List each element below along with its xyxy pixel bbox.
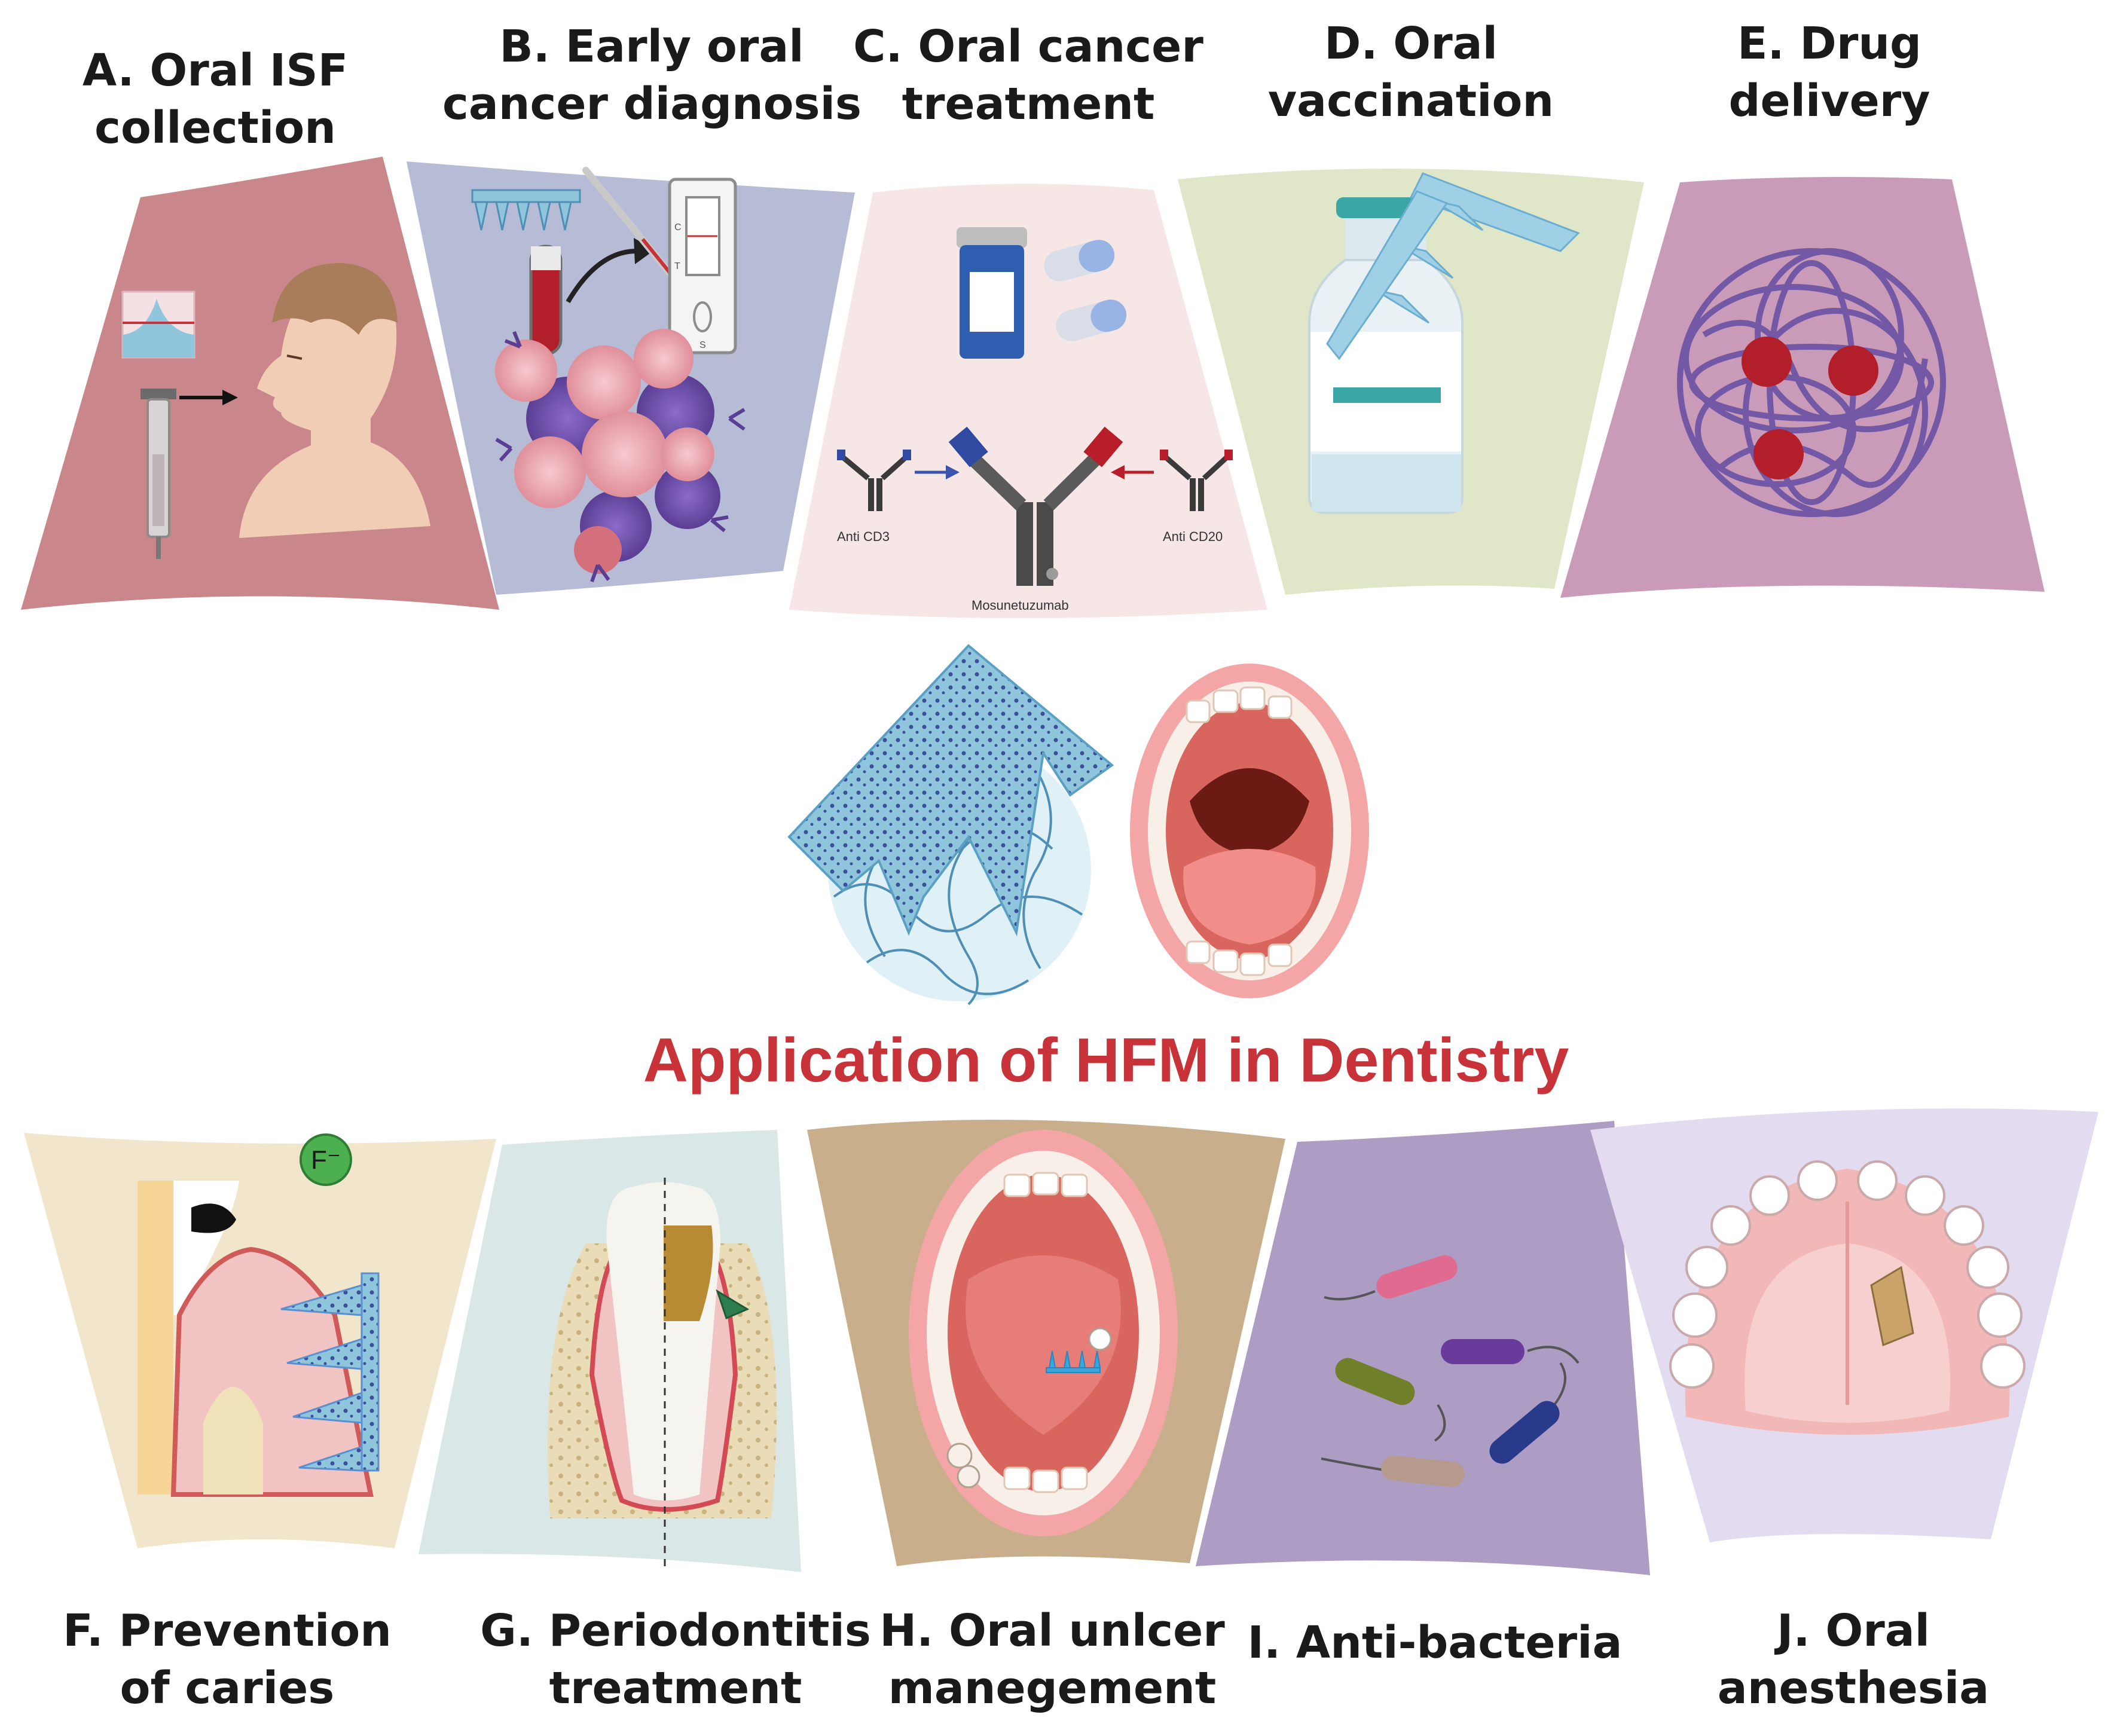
label-i-line1: I. Anti-bacteria bbox=[1247, 1617, 1623, 1668]
antibody-center-label: Mosunetuzumab bbox=[972, 598, 1069, 613]
panel-j-illustration bbox=[1669, 1160, 2026, 1435]
bacterium-blue bbox=[1489, 1362, 1566, 1464]
label-g-line2: treatment bbox=[549, 1662, 802, 1714]
test-strip-c: C bbox=[674, 222, 682, 233]
label-f-line2: of caries bbox=[120, 1662, 335, 1714]
label-f-line1: F. Prevention bbox=[63, 1605, 392, 1656]
label-h-line1: H. Oral unlcer bbox=[879, 1605, 1225, 1656]
panel-b-illustration: C T S bbox=[471, 167, 746, 583]
fluoride-ion-label: F⁻ bbox=[311, 1145, 341, 1175]
label-b: B. Early oral cancer diagnosis bbox=[442, 18, 861, 133]
label-j-line2: anesthesia bbox=[1717, 1662, 1990, 1714]
label-d-line1: D. Oral bbox=[1324, 18, 1498, 69]
label-g: G. Periodontitis treatment bbox=[466, 1602, 885, 1717]
bacterium-purple bbox=[1441, 1339, 1580, 1364]
test-strip-s: S bbox=[699, 340, 706, 350]
label-d: D. Oral vaccination bbox=[1220, 15, 1602, 130]
label-c-line1: C. Oral cancer bbox=[853, 21, 1203, 72]
label-c-line2: treatment bbox=[902, 78, 1155, 130]
center-hfm-illustration bbox=[787, 644, 1114, 1005]
hfm-microneedle bbox=[787, 644, 1114, 937]
bacterium-pink bbox=[1324, 1255, 1458, 1301]
panel-f-illustration: F⁻ bbox=[138, 1133, 380, 1497]
label-e: E. Drug delivery bbox=[1638, 15, 2021, 130]
label-b-line1: B. Early oral bbox=[499, 21, 804, 72]
label-a: A. Oral ISF collection bbox=[24, 42, 407, 157]
label-j: J. Oral anesthesia bbox=[1662, 1602, 2045, 1717]
label-i: I. Anti-bacteria bbox=[1232, 1614, 1638, 1671]
label-h: H. Oral unlcer manegement bbox=[849, 1602, 1255, 1717]
panel-c-background bbox=[789, 184, 1267, 618]
label-d-line2: vaccination bbox=[1267, 75, 1554, 127]
label-a-line1: A. Oral ISF bbox=[82, 45, 349, 96]
anti-cd20-antibody bbox=[1160, 450, 1233, 511]
panel-a-illustration bbox=[121, 263, 430, 559]
center-mouth-illustration bbox=[1130, 664, 1369, 998]
panel-h-illustration bbox=[909, 1130, 1178, 1536]
panel-g-illustration bbox=[548, 1178, 777, 1566]
label-c: C. Oral cancer treatment bbox=[837, 18, 1220, 133]
anti-cd3-antibody bbox=[837, 450, 911, 511]
bacterium-green bbox=[1335, 1358, 1446, 1442]
antibody-left-label: Anti CD3 bbox=[837, 529, 890, 544]
label-e-line2: delivery bbox=[1728, 75, 1930, 127]
label-f: F. Prevention of caries bbox=[24, 1602, 430, 1717]
panel-e-illustration bbox=[1677, 248, 1946, 517]
label-a-line2: collection bbox=[94, 102, 336, 154]
label-j-line1: J. Oral bbox=[1776, 1605, 1930, 1656]
fluoride-ion-circle bbox=[300, 1133, 352, 1186]
panel-i-background bbox=[1196, 1121, 1650, 1575]
antibody-right-label: Anti CD20 bbox=[1163, 529, 1223, 544]
panel-i-illustration bbox=[1321, 1255, 1580, 1487]
bacterium-tan bbox=[1321, 1455, 1465, 1487]
test-strip-t: T bbox=[674, 261, 680, 271]
figure-title: Application of HFM in Dentistry bbox=[643, 1026, 1569, 1095]
panel-d-illustration bbox=[1308, 172, 1580, 514]
label-g-line1: G. Periodontitis bbox=[480, 1605, 871, 1656]
panel-c-illustration: Anti CD3 Anti CD20 Mosunetuzumab bbox=[837, 227, 1233, 613]
tumor-cells bbox=[495, 329, 720, 574]
label-h-line2: manegement bbox=[888, 1662, 1217, 1714]
label-b-line2: cancer diagnosis bbox=[442, 78, 862, 130]
label-e-line1: E. Drug bbox=[1737, 18, 1921, 69]
mosunetuzumab-antibody bbox=[948, 426, 1123, 586]
